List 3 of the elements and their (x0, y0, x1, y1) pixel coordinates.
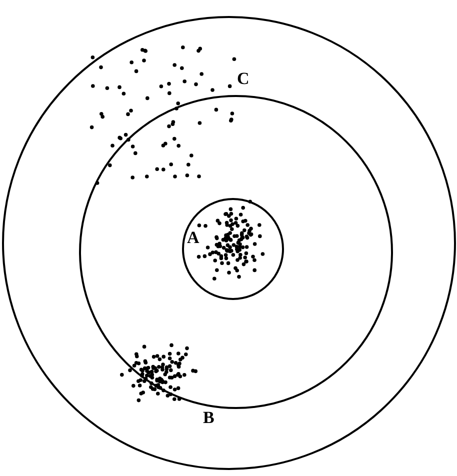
cluster-letter: A (187, 229, 200, 246)
cluster-letter: B (203, 409, 214, 426)
cluster-letter: C (237, 70, 250, 87)
